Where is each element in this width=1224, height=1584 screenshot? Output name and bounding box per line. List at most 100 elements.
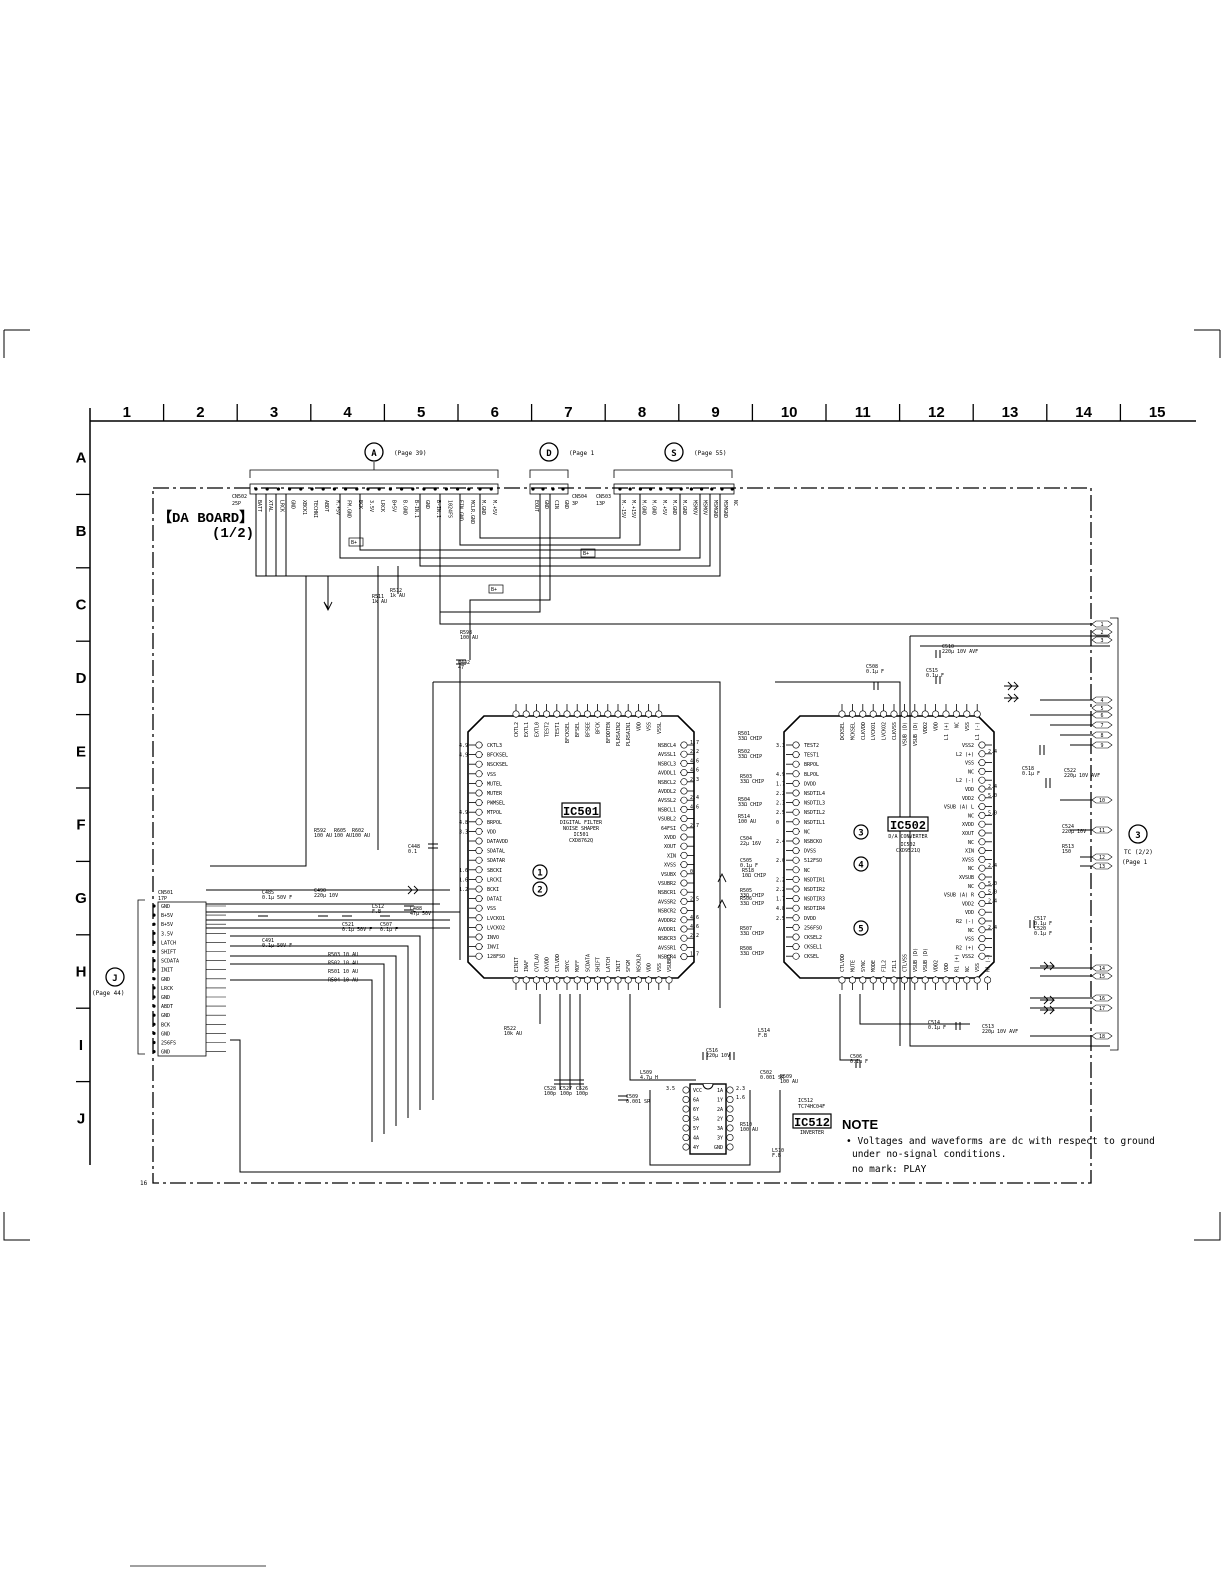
ic-pin-number xyxy=(890,710,898,718)
ic-pin-number xyxy=(680,851,688,859)
ic-pin-label: LVCKO1 xyxy=(871,722,877,740)
grid-col-label: 15 xyxy=(1149,404,1166,421)
svg-text:IC512: IC512 xyxy=(798,1098,813,1104)
ic-pin-label: SHIFT xyxy=(596,957,602,972)
ic-pin-label: XOUT xyxy=(664,844,676,850)
ic-pin-label: AVSSL2 xyxy=(658,798,676,804)
ic-pin-label: L2 (-) xyxy=(956,778,974,784)
connector-pin xyxy=(1091,826,1113,834)
ic-pin-number xyxy=(792,875,800,883)
ic-pin-label: 128FSO xyxy=(487,954,505,960)
connector-pin xyxy=(299,487,303,491)
ic-pin-label: VDD xyxy=(934,722,940,731)
ic-pin-number xyxy=(792,866,800,874)
svg-text:CXD8762Q: CXD8762Q xyxy=(569,838,593,844)
connector-pin xyxy=(700,487,704,491)
ic-pin-number xyxy=(475,923,483,931)
connector-pin xyxy=(152,922,156,926)
ic-pin-number xyxy=(792,818,800,826)
cn501-connector: CN501 17P J (Page 44) GNDB+5VB+5V3.5VLAT… xyxy=(92,890,226,1057)
ic-pin-label: SNYC xyxy=(565,960,571,972)
ic-pin-number xyxy=(792,895,800,903)
ic-pin-label: NC xyxy=(968,813,974,819)
connector-pin-label: M.+5V xyxy=(491,500,497,515)
ic-pin-number xyxy=(543,710,551,718)
connector-pin-label: EIN.GND xyxy=(458,500,464,521)
connector-pin xyxy=(618,487,622,491)
ic-pin-label: AVDDR2 xyxy=(658,918,676,924)
ic-pin-label: TEST1 xyxy=(555,722,561,737)
grid-row-label: B xyxy=(76,523,87,540)
connector-pin-label: M.+5V xyxy=(334,500,340,515)
ic-pin-number xyxy=(978,811,986,819)
ic-pin-label: 2Y xyxy=(717,1117,723,1123)
connector-pin xyxy=(1091,620,1113,628)
connector-pin xyxy=(321,487,325,491)
svg-text:INVERTER: INVERTER xyxy=(800,1130,825,1136)
ic-pin-number xyxy=(792,904,800,912)
ic-pin-label: CKTL2 xyxy=(514,722,520,737)
ic-pin-number xyxy=(978,785,986,793)
ic-pin-number xyxy=(973,976,981,984)
pin-voltage: 2.2 xyxy=(776,887,785,893)
connector-pin-label: 15 xyxy=(1099,974,1105,980)
ic-pin-number xyxy=(475,856,483,864)
ic-pin-number xyxy=(978,882,986,890)
connector-pin xyxy=(388,487,392,491)
ic-pin-number xyxy=(726,1086,734,1094)
connector-pin xyxy=(561,487,565,491)
ic-pin-label: VSS xyxy=(487,772,496,778)
connector-pin xyxy=(332,487,336,491)
ic-pin-label: LVCKO2 xyxy=(487,925,505,931)
ic-pin-label: NSDTIL1 xyxy=(804,820,825,826)
ic-pin-label: NC xyxy=(804,829,810,835)
grid-row-label: F xyxy=(76,817,85,834)
connector-pin xyxy=(152,986,156,990)
grid-col-label: 5 xyxy=(417,404,425,421)
ic-pin-label: LVCKO2 xyxy=(882,722,888,740)
ic-pin-number xyxy=(978,829,986,837)
ic-pin-label: 2A xyxy=(717,1107,723,1113)
ic-pin-label: MTPOL xyxy=(487,810,502,816)
connector-pin-label: CIN xyxy=(553,500,559,509)
svg-text:B+: B+ xyxy=(491,587,497,593)
grid-col-label: 6 xyxy=(491,404,499,421)
ic-pin-number xyxy=(680,824,688,832)
connector-pin-label: 9 xyxy=(1100,743,1103,749)
pin-voltage: 4.6 xyxy=(690,768,699,774)
ic-pin-label: CKTL3 xyxy=(487,743,502,749)
connector-pin-label: 10 xyxy=(1099,798,1105,804)
connector-pin-label: 2 xyxy=(1100,630,1103,636)
connector-pin xyxy=(422,487,426,491)
ic-pin-number xyxy=(475,895,483,903)
pin-voltage: 2.4 xyxy=(690,795,699,801)
ic-pin-number xyxy=(475,779,483,787)
grid-row-label: C xyxy=(76,597,87,614)
connector-pin-label: 256FS xyxy=(161,1041,176,1047)
ic-pin-label: NC xyxy=(968,840,974,846)
ic-pin-number xyxy=(952,976,960,984)
ic-pin-number xyxy=(978,943,986,951)
bus-resistor-label: R502 10 AU xyxy=(328,961,358,967)
ic-pin-label: VDD xyxy=(647,963,653,972)
ic-pin-label: NSBCR3 xyxy=(658,936,676,942)
ic-pin-label: MCKSEL xyxy=(850,722,856,740)
svg-text:DIGITAL FILTER: DIGITAL FILTER xyxy=(560,820,603,826)
ic502: IC502 D/A CONVERTER IC502 CXD9521Q TEST2… xyxy=(776,704,997,990)
ic-pin-label: BLPOL xyxy=(804,772,819,778)
connector-pin xyxy=(478,487,482,491)
connector-pin xyxy=(152,1050,156,1054)
connector-pin-label: XTAL xyxy=(267,500,273,512)
ic-pin-number xyxy=(532,976,540,984)
svg-text:IC512: IC512 xyxy=(794,1116,830,1130)
connector-pin xyxy=(541,487,545,491)
pin-voltage: 1.7 xyxy=(776,781,785,787)
svg-text:• Voltages and waveforms are d: • Voltages and waveforms are dc with res… xyxy=(846,1136,1155,1147)
connector-pin xyxy=(265,487,269,491)
